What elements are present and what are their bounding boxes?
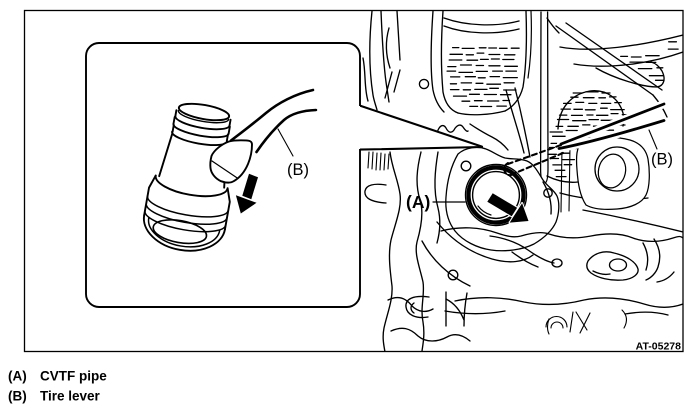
svg-text:(A): (A): [406, 192, 430, 212]
svg-text:CVTF pipe: CVTF pipe: [40, 369, 107, 384]
svg-text:(A): (A): [8, 369, 27, 384]
svg-text:(B): (B): [651, 151, 673, 169]
svg-text:Tire lever: Tire lever: [40, 389, 101, 404]
svg-text:(B): (B): [8, 389, 27, 404]
svg-text:(B): (B): [287, 161, 309, 179]
svg-text:AT-05278: AT-05278: [636, 341, 681, 353]
